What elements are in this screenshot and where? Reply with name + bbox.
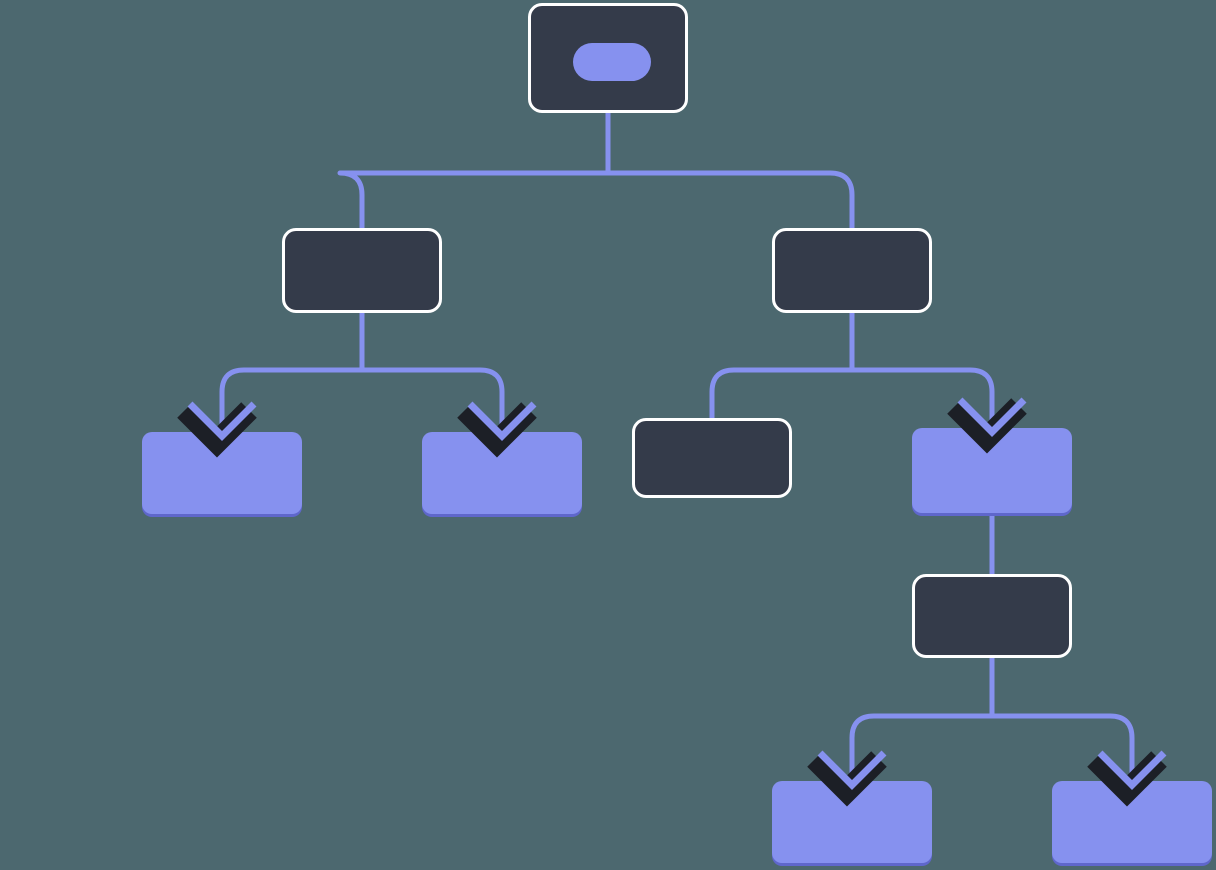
node-root-pill (573, 43, 651, 81)
node-n-l2a[interactable] (142, 432, 302, 514)
node-n-r2b[interactable] (912, 428, 1072, 513)
edge-n-r1-to-n-r2b (852, 367, 995, 428)
edge-root-to-n-r1 (608, 170, 855, 228)
node-root[interactable] (528, 3, 688, 113)
edge-n-r1-to-n-r2a (709, 313, 855, 418)
edge-n-l1-to-n-l2a (219, 313, 365, 432)
node-n-r4a[interactable] (772, 781, 932, 863)
edge-n-r3-to-n-r4b (992, 713, 1135, 781)
node-n-l2b[interactable] (422, 432, 582, 514)
edge-n-r3-to-n-r4a (849, 658, 995, 781)
edge-root-to-n-l1 (337, 170, 608, 228)
edge-n-l1-to-n-l2b (362, 367, 505, 432)
node-n-r4b[interactable] (1052, 781, 1212, 863)
node-n-r2a[interactable] (632, 418, 792, 498)
node-n-l1[interactable] (282, 228, 442, 313)
node-n-r3[interactable] (912, 574, 1072, 658)
node-n-r1[interactable] (772, 228, 932, 313)
